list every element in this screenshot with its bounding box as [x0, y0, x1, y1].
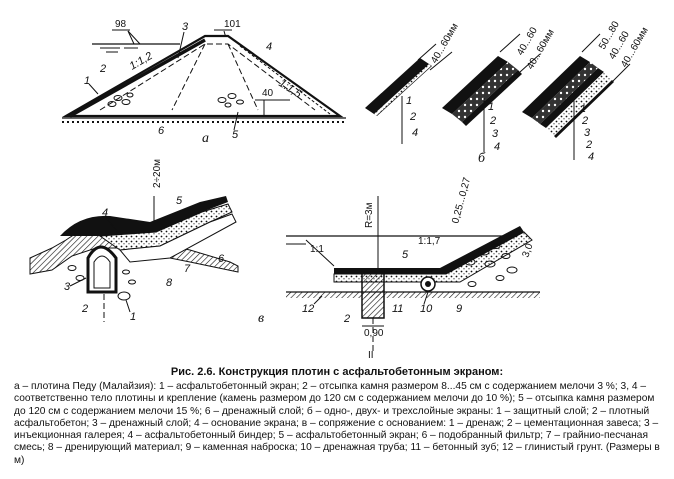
- slope-1-1-label: 1:1: [310, 244, 324, 255]
- figure-caption: Рис. 2.6. Конструкция плотин с асфальтоб…: [170, 366, 504, 378]
- label-c-1: 1: [130, 311, 136, 323]
- label-c-4: 4: [102, 207, 108, 219]
- label-c-8: 8: [166, 277, 173, 289]
- dim-R-label: R=3м: [364, 202, 375, 228]
- screen3-label-3: 3: [584, 127, 591, 139]
- label-d-10: 10: [420, 303, 433, 315]
- label-c-7: 7: [184, 263, 191, 275]
- screen1-label-2: 2: [409, 111, 416, 123]
- label-c-6: 6: [218, 253, 225, 265]
- sub-label-b: б: [478, 151, 486, 166]
- crest-label: 101: [224, 19, 241, 30]
- screen3-label-1: 1: [580, 103, 586, 115]
- screen1-label-1: 1: [406, 95, 412, 107]
- label-a-4: 4: [266, 41, 272, 53]
- label-a-5: 5: [232, 129, 239, 141]
- sub-label-a: а: [202, 131, 209, 146]
- slope-1-17-label: 1:1,7: [418, 236, 441, 247]
- screen1-label-4: 4: [412, 127, 418, 139]
- part-b-screen-types: 40...60мм 1 2 4 40...60 40...60мм 1 2 3 …: [365, 19, 651, 166]
- screen2-label-1: 1: [488, 101, 494, 113]
- axis-label: II: [368, 350, 374, 361]
- label-d-11: 11: [392, 303, 403, 315]
- label-c-5: 5: [176, 195, 183, 207]
- screen2-label-3: 3: [492, 128, 499, 140]
- screen2-label-2: 2: [489, 115, 496, 127]
- dim-30-label: 3,0: [520, 242, 535, 259]
- screen3-label-2a: 2: [581, 115, 588, 127]
- dim-20m-label: 2÷20м: [152, 159, 163, 188]
- label-a-2: 2: [99, 63, 106, 75]
- dim-40-label: 40: [262, 88, 274, 99]
- label-c-2: 2: [81, 303, 88, 315]
- label-d-2: 2: [343, 313, 350, 325]
- dim-025-label: 0,25...0,27: [450, 176, 473, 225]
- label-a-1: 1: [84, 75, 90, 87]
- screen1-dim: 40...60мм: [429, 21, 461, 65]
- figure-legend: а – плотина Педу (Малайзия): 1 – асфальт…: [14, 381, 660, 466]
- dim-090-label: 0,90: [364, 328, 384, 339]
- label-d-5: 5: [402, 249, 409, 261]
- label-c-3: 3: [64, 281, 71, 293]
- screen3-label-2b: 2: [585, 139, 592, 151]
- label-a-6: 6: [158, 125, 165, 137]
- part-a-dam-section: 98 101 40 1:1,2 1:1,5 1: [61, 19, 346, 146]
- dam-construction-figure: 98 101 40 1:1,2 1:1,5 1: [29, 19, 651, 361]
- label-d-12: 12: [302, 303, 314, 315]
- screen2-label-4: 4: [494, 141, 500, 153]
- part-c-base-connection: 2÷20м 4 5 3 2 1 7 8 6 в: [29, 159, 264, 326]
- label-d-9: 9: [456, 303, 462, 315]
- screen3-label-4: 4: [588, 151, 594, 163]
- water-level-label: 98: [115, 19, 127, 30]
- label-a-3: 3: [182, 21, 189, 33]
- sub-label-c: в: [258, 311, 264, 326]
- part-d-dam-joint: R=3м 0,25...0,27 1:1 1:1,7 3,0 0,90 II 5…: [286, 176, 540, 361]
